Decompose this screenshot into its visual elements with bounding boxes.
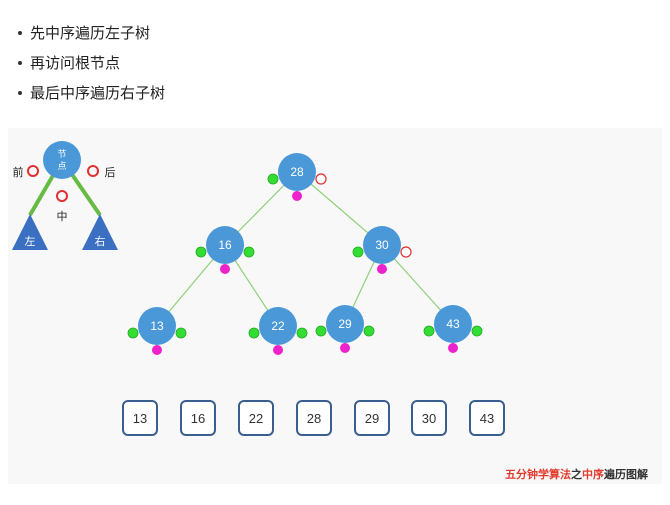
footer-caption: 五分钟学算法之中序遍历图解: [505, 466, 648, 482]
bullet-item: 最后中序遍历右子树: [18, 78, 165, 108]
in-visit-marker: [377, 264, 387, 274]
bullet-dot: [18, 31, 22, 35]
post-visit-marker: [296, 327, 308, 339]
in-label: 中: [57, 210, 68, 223]
bullet-text: 先中序遍历左子树: [30, 24, 151, 42]
tree-node-label: 16: [218, 238, 232, 252]
pre-visit-marker: [127, 327, 139, 339]
tree-node-label: 29: [338, 317, 352, 331]
diagram-panel: [8, 128, 662, 484]
tree-node: [363, 226, 401, 264]
pre-label: 前: [13, 165, 24, 179]
post-visit-marker: [363, 325, 375, 337]
traversal-markers: [127, 173, 483, 355]
post-visit-marker: [243, 246, 255, 258]
in-visit-marker: [448, 343, 458, 353]
output-box: 29: [354, 400, 390, 436]
in-visit-marker: [340, 343, 350, 353]
post-visit-marker: [175, 327, 187, 339]
post-visit-marker: [471, 325, 483, 337]
bullet-item: 先中序遍历左子树: [18, 18, 165, 48]
tree-node-label: 28: [290, 165, 304, 179]
footer-part2: 之: [571, 468, 582, 481]
pre-marker-icon: [27, 165, 39, 177]
pre-visit-marker: [248, 327, 260, 339]
legend-node: [43, 141, 81, 179]
tree-nodes: 28 16 30 13 22 29 43: [138, 153, 472, 345]
traversal-legend: 左 右 节 点 前 后 中: [12, 141, 118, 250]
left-subtree-label: 左: [25, 235, 36, 248]
tree-node: [278, 153, 316, 191]
footer-part4: 遍历图解: [604, 468, 648, 481]
bullet-dot: [18, 61, 22, 65]
tree-node: [434, 305, 472, 343]
right-subtree-label: 右: [95, 234, 106, 248]
output-box: 43: [469, 400, 505, 436]
legend-node-label-2: 点: [57, 161, 66, 172]
footer-part1: 五分钟学算法: [505, 468, 571, 481]
in-visit-marker: [152, 345, 162, 355]
output-box: 30: [411, 400, 447, 436]
pre-visit-marker: [315, 325, 327, 337]
tree-node: [326, 305, 364, 343]
post-visit-marker-pending: [315, 173, 327, 185]
output-box: 28: [296, 400, 332, 436]
in-visit-marker: [273, 345, 283, 355]
in-visit-marker: [220, 264, 230, 274]
tree-node: [138, 307, 176, 345]
in-visit-marker: [292, 191, 302, 201]
tree-node-label: 13: [150, 319, 164, 333]
right-subtree-triangle: [82, 214, 118, 250]
pre-visit-marker: [267, 173, 279, 185]
post-label: 后: [105, 166, 116, 179]
in-marker-icon: [56, 190, 68, 202]
pre-visit-marker: [352, 246, 364, 258]
bullet-text: 再访问根节点: [30, 54, 121, 72]
output-box: 16: [180, 400, 216, 436]
tree-node: [259, 307, 297, 345]
footer-part3: 中序: [582, 468, 604, 481]
post-visit-marker-pending: [400, 246, 412, 258]
tree-node: [206, 226, 244, 264]
legend-node-label-1: 节: [57, 149, 66, 160]
tree-node-label: 22: [271, 319, 285, 333]
bullet-item: 再访问根节点: [18, 48, 165, 78]
bullet-text: 最后中序遍历右子树: [30, 84, 166, 102]
tree-node-label: 43: [446, 317, 460, 331]
output-box: 13: [122, 400, 158, 436]
pre-visit-marker: [423, 325, 435, 337]
bullet-dot: [18, 91, 22, 95]
left-subtree-triangle: [12, 214, 48, 250]
bullet-list: 先中序遍历左子树 再访问根节点 最后中序遍历右子树: [18, 18, 165, 108]
post-marker-icon: [87, 165, 99, 177]
pre-visit-marker: [195, 246, 207, 258]
tree-node-label: 30: [375, 238, 389, 252]
output-box: 22: [238, 400, 274, 436]
